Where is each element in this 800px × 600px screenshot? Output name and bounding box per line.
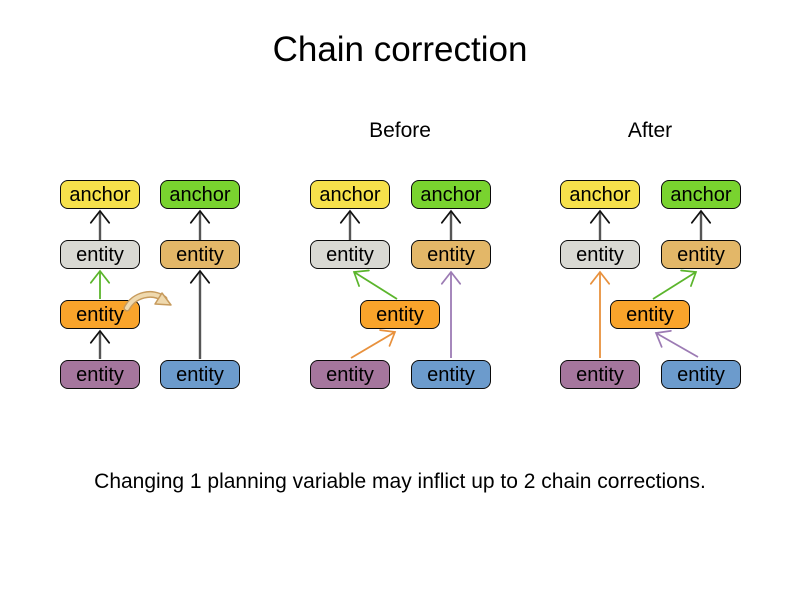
caption: Changing 1 planning variable may inflict… — [94, 470, 706, 493]
node-entity: entity — [160, 240, 240, 269]
node-entity: entity — [160, 360, 240, 389]
node-entity: entity — [411, 360, 491, 389]
node-entity: entity — [60, 300, 140, 329]
before-label: Before — [369, 119, 431, 142]
node-anchor: anchor — [661, 180, 741, 209]
node-entity: entity — [60, 240, 140, 269]
node-anchor: anchor — [560, 180, 640, 209]
node-entity: entity — [661, 360, 741, 389]
node-anchor: anchor — [310, 180, 390, 209]
node-anchor: anchor — [160, 180, 240, 209]
node-anchor: anchor — [60, 180, 140, 209]
node-entity: entity — [560, 360, 640, 389]
node-entity: entity — [560, 240, 640, 269]
node-anchor: anchor — [411, 180, 491, 209]
node-entity: entity — [310, 360, 390, 389]
node-entity: entity — [60, 360, 140, 389]
page-title: Chain correction — [272, 30, 528, 69]
node-entity: entity — [610, 300, 690, 329]
node-entity: entity — [661, 240, 741, 269]
node-entity: entity — [310, 240, 390, 269]
node-entity: entity — [411, 240, 491, 269]
after-label: After — [627, 119, 673, 142]
node-entity: entity — [360, 300, 440, 329]
